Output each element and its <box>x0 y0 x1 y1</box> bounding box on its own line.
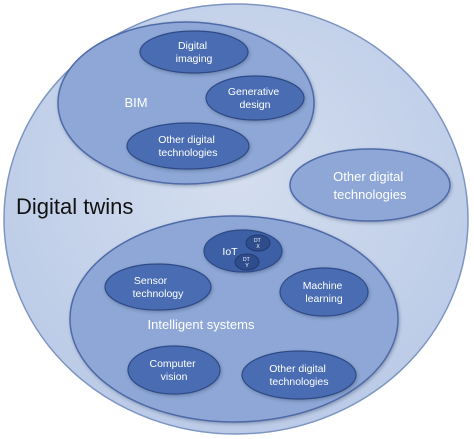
dt-x-ellipse <box>245 234 271 252</box>
digital-imaging-ellipse <box>139 30 249 74</box>
generative-design-label: Generative design <box>228 86 282 111</box>
dt-y-label: DT Y <box>243 257 251 269</box>
dt-y-ellipse <box>234 253 260 271</box>
computer-vision-ellipse <box>127 345 221 395</box>
machine-learning-ellipse <box>279 267 369 317</box>
intelligent-other-tech-label: Other digital technologies <box>269 363 329 388</box>
generative-design-ellipse <box>205 75 305 121</box>
intelligent-other-tech-ellipse <box>241 350 357 400</box>
sensor-technology-label: Sensor technology <box>133 275 185 300</box>
digital-imaging-label: Digital imaging <box>176 40 213 65</box>
computer-vision-label: Computer vision <box>149 358 198 383</box>
other-tech-ellipse <box>289 148 451 222</box>
other-tech-label: Other digital technologies <box>333 169 407 202</box>
bim-other-tech-ellipse <box>126 122 250 170</box>
bim-label: BIM <box>124 95 147 110</box>
bim-group-ellipse <box>57 21 315 185</box>
sensor-technology-ellipse <box>104 263 212 311</box>
dt-x-label: DT X <box>254 238 262 250</box>
digital-twins-label: Digital twins <box>16 194 133 219</box>
bim-other-tech-label: Other digital technologies <box>158 134 218 159</box>
machine-learning-label: Machine learning <box>303 280 346 305</box>
iot-label: IoT <box>222 246 238 258</box>
intelligent-systems-label: Intelligent systems <box>148 317 255 332</box>
